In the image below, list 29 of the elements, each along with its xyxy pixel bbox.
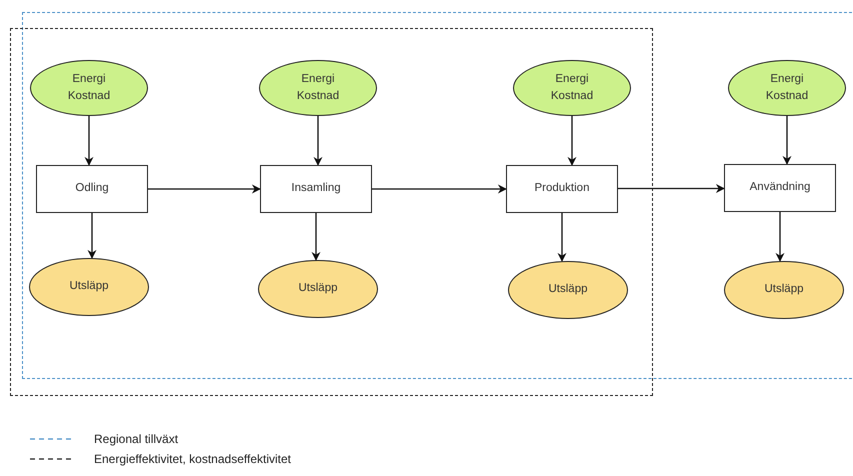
node-label: Utsläpp xyxy=(548,282,588,298)
node-label: Energi Kostnad xyxy=(296,72,340,104)
node-label: Utsläpp xyxy=(298,281,338,296)
arrow xyxy=(558,213,566,262)
legend-label: Energieffektivitet, kostnadseffektivitet xyxy=(94,452,291,466)
node-label: Energi Kostnad xyxy=(550,72,594,104)
process-box xyxy=(36,165,148,213)
legend-label: Regional tillväxt xyxy=(94,432,178,446)
node-label: Energi Kostnad xyxy=(764,72,810,104)
arrow xyxy=(568,116,576,166)
node-label: Användning xyxy=(748,180,812,196)
process-box xyxy=(260,165,372,213)
node-label: Produktion xyxy=(534,181,590,196)
process-box xyxy=(506,165,618,213)
arrow xyxy=(782,116,792,165)
arrow xyxy=(372,184,507,194)
arrow xyxy=(314,116,322,166)
node-label: Insamling xyxy=(290,181,342,196)
node-label: Utsläpp xyxy=(764,282,804,298)
arrow xyxy=(84,116,94,166)
process-box xyxy=(724,164,836,212)
arrow xyxy=(618,184,725,193)
arrow xyxy=(148,184,261,194)
node-label: Energi Kostnad xyxy=(66,72,112,104)
arrow xyxy=(312,213,320,261)
node-label: Odling xyxy=(74,181,110,196)
arrow xyxy=(776,212,784,262)
arrow xyxy=(88,213,96,259)
node-label: Utsläpp xyxy=(68,279,110,294)
